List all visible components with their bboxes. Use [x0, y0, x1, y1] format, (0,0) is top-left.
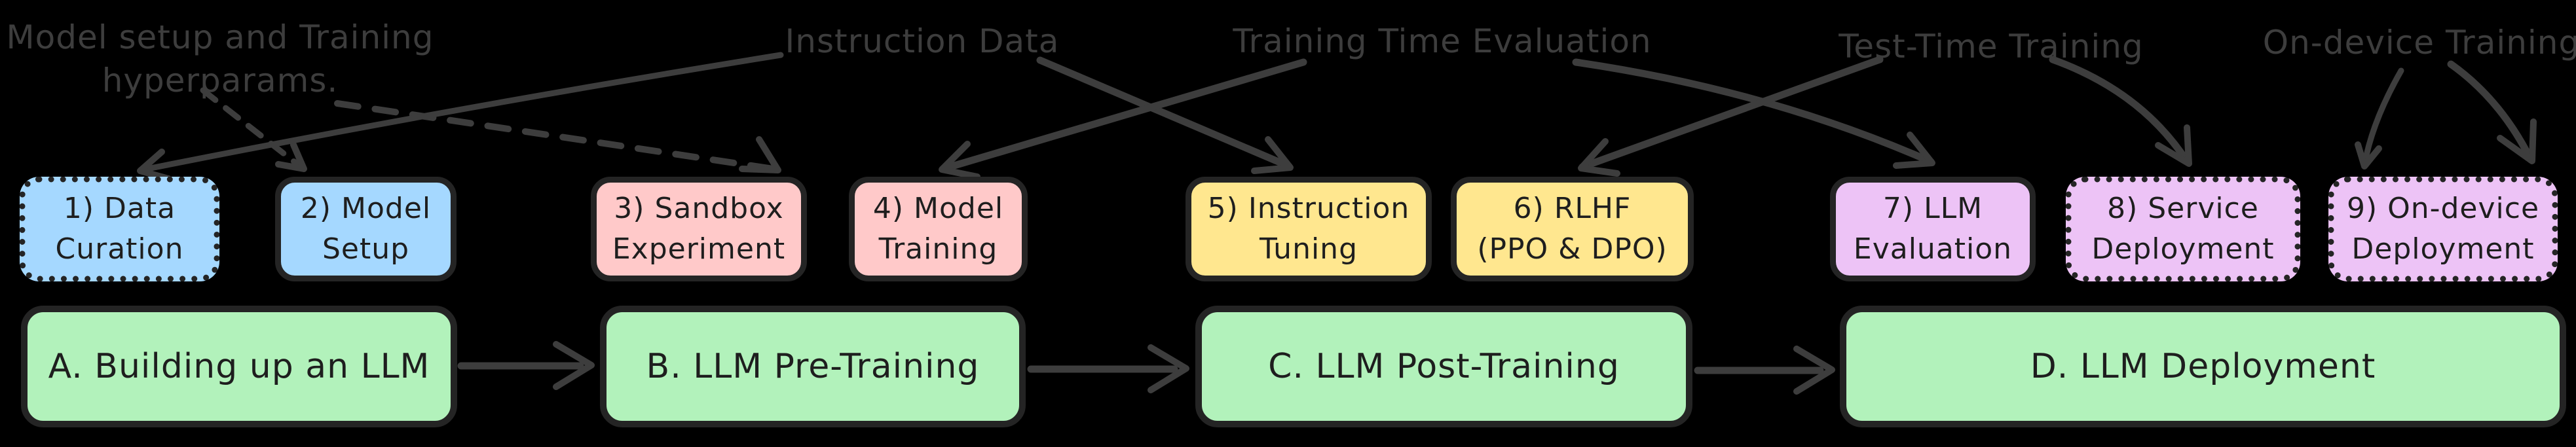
stage-box-2-model-setup: 2) Model Setup	[275, 177, 457, 281]
arrowhead-test-time-training-to-service-deployment	[2155, 124, 2192, 167]
phase-box-a-building-up-an-llm: A. Building up an LLM	[21, 306, 457, 427]
arrowhead-instruction-data-to-data-curation	[137, 149, 172, 182]
arrowhead-on-device-training-to-on-device-deployment-right	[2497, 118, 2537, 164]
arrowhead-phase-a-to-b	[553, 341, 595, 390]
stage-box-1-data-curation: 1) Data Curation	[20, 177, 219, 281]
arrowhead-instruction-data-to-instruction-tuning	[1251, 136, 1294, 174]
arrow-training-time-eval-to-model-training	[939, 58, 1307, 173]
phase-box-d-llm-deployment: D. LLM Deployment	[1840, 306, 2566, 427]
stage-box-8-service-deployment: 8) Service Deployment	[2066, 177, 2300, 281]
arrow-on-device-training-to-on-device-deployment-left	[2361, 67, 2404, 168]
arrow-training-time-eval-to-llm-evaluation	[1572, 58, 1935, 166]
arrowhead-phase-b-to-c	[1148, 344, 1189, 393]
arrowhead-training-time-eval-to-llm-evaluation	[1893, 132, 1935, 169]
label-on-device-training: On-device Training	[2262, 24, 2576, 62]
stage-box-7-llm-evaluation: 7) LLM Evaluation	[1830, 177, 2036, 281]
stage-box-9-on-device-deployment: 9) On-device Deployment	[2328, 177, 2558, 281]
arrowhead-on-device-training-to-on-device-deployment-left	[2355, 141, 2382, 170]
arrowhead-training-time-eval-to-model-training	[939, 141, 980, 180]
arrow-on-device-training-to-on-device-deployment-right	[2447, 60, 2535, 164]
label-instruction-data: Instruction Data	[785, 22, 1060, 60]
arrowhead-phase-c-to-d	[1793, 346, 1835, 395]
label-model-setup-hyperparams: Model setup and Training hyperparams.	[6, 18, 434, 99]
arrowhead-test-time-training-to-rlhf	[1578, 138, 1620, 177]
arrow-hyperparams-to-sandbox	[334, 100, 776, 172]
arrow-test-time-training-to-rlhf	[1578, 56, 1884, 171]
phase-box-c-llm-post-training: C. LLM Post-Training	[1195, 306, 1692, 427]
arrow-instruction-data-to-instruction-tuning	[1036, 56, 1293, 170]
label-test-time-training: Test-Time Training	[1839, 27, 2144, 65]
phase-box-b-llm-pre-training: B. LLM Pre-Training	[600, 306, 1026, 427]
stage-box-4-model-training: 4) Model Training	[849, 177, 1028, 281]
arrow-test-time-training-to-service-deployment	[2049, 56, 2192, 166]
arrowhead-hyperparams-to-sandbox	[739, 136, 781, 173]
stage-box-6-rlhf: 6) RLHF (PPO & DPO)	[1451, 177, 1694, 281]
arrowhead-hyperparams-to-model-setup	[275, 141, 307, 172]
stage-box-5-instruction-tuning: 5) Instruction Tuning	[1185, 177, 1432, 281]
stage-box-3-sandbox-experiment: 3) Sandbox Experiment	[591, 177, 807, 281]
label-training-time-evaluation: Training Time Evaluation	[1233, 22, 1652, 60]
